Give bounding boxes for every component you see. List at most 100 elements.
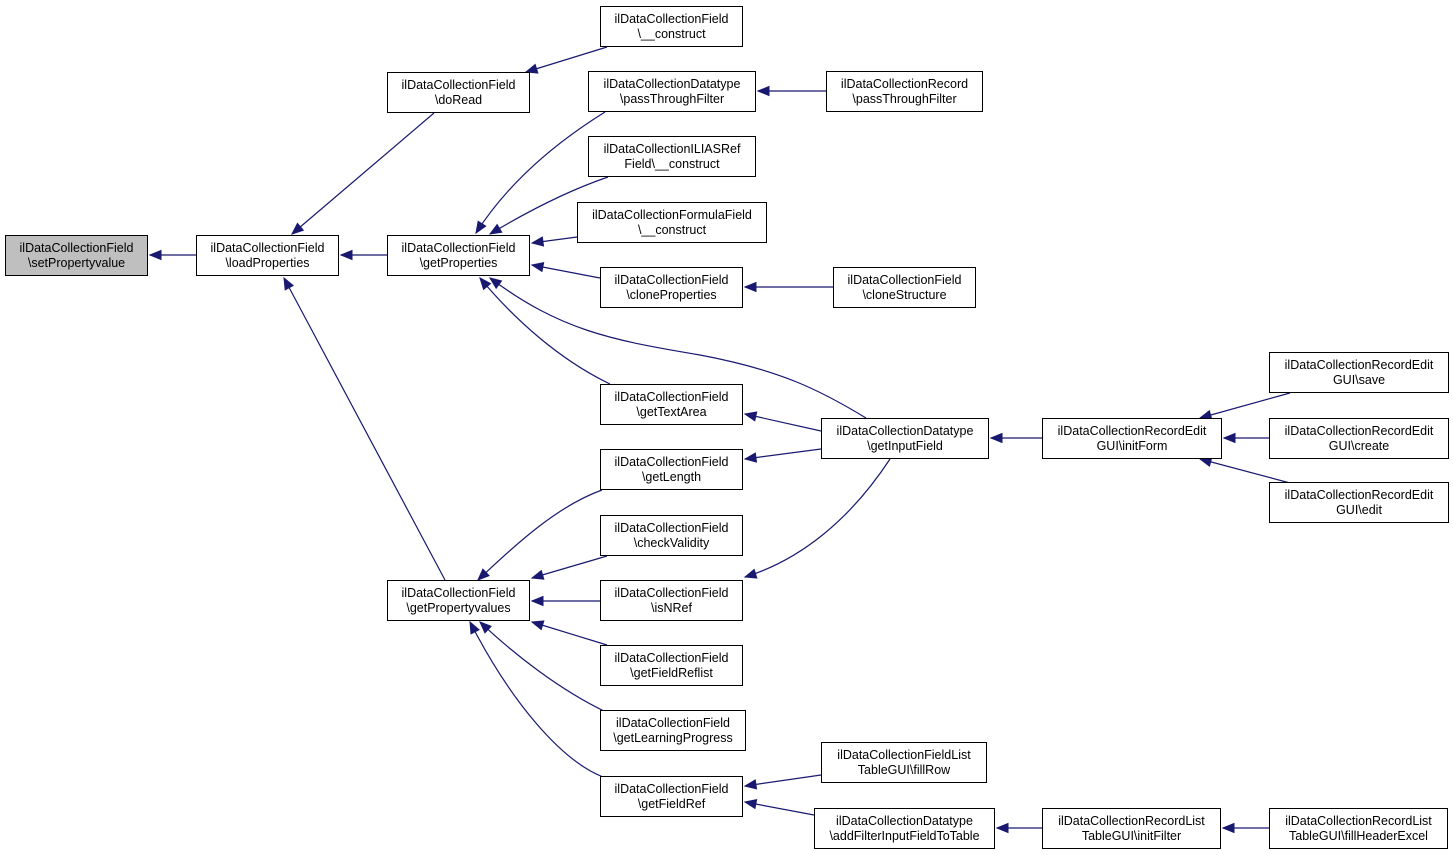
- node-label-class: ilDataCollectionField: [614, 650, 729, 665]
- node-addfilterinputfieldtotable[interactable]: ilDataCollectionDatatype \addFilterInput…: [814, 808, 995, 849]
- edge-create-to-initForm: [1222, 432, 1269, 444]
- arrowhead: [488, 277, 503, 290]
- node-label-method: \loadProperties: [225, 255, 310, 270]
- node-initfilter[interactable]: ilDataCollectionRecordList TableGUI\init…: [1042, 808, 1221, 849]
- node-label-class: ilDataCollectionField: [401, 240, 516, 255]
- node-label-class: ilDataCollectionField: [614, 11, 729, 26]
- node-getpropertyvalues[interactable]: ilDataCollectionField \getPropertyvalues: [387, 580, 530, 621]
- node-label-class: ilDataCollectionField: [19, 240, 134, 255]
- edge-addFilterInputFieldToTable-to-getFieldRef: [743, 798, 815, 816]
- node-label-class: ilDataCollectionField: [614, 520, 729, 535]
- arrowhead: [479, 621, 492, 634]
- edge-isNRef-to-getPropertyvalues: [530, 595, 600, 607]
- node-label-method: \doRead: [434, 92, 483, 107]
- edge-formulaConstruct-to-getProperties: [530, 236, 578, 247]
- node-label-class: ilDataCollectionRecordEdit: [1284, 357, 1434, 372]
- node-label-class: ilDataCollectionField: [401, 77, 516, 92]
- node-label-class: ilDataCollectionField: [847, 272, 962, 287]
- node-label-method: \getInputField: [867, 438, 943, 453]
- arrowhead: [530, 620, 545, 631]
- edge-line: [744, 413, 822, 432]
- node-label-method: \isNRef: [651, 600, 692, 615]
- node-fillrow[interactable]: ilDataCollectionFieldList TableGUI\fillR…: [821, 742, 987, 783]
- edge-getFieldReflist-to-getPropertyvalues: [530, 620, 608, 646]
- edge-checkValidity-to-getPropertyvalues: [530, 555, 608, 580]
- node-clonestructure[interactable]: ilDataCollectionField \cloneStructure: [833, 267, 976, 308]
- node-label-method: \checkValidity: [633, 535, 710, 550]
- node-label-method: TableGUI\fillHeaderExcel: [1289, 828, 1428, 843]
- edge-line: [477, 489, 603, 581]
- edge-getLength-to-getPropertyvalues: [477, 489, 603, 581]
- arrowhead: [989, 432, 1003, 444]
- node-label-class: ilDataCollectionField: [614, 781, 729, 796]
- arrowhead: [148, 249, 162, 261]
- node-isnref[interactable]: ilDataCollectionField \isNRef: [600, 580, 743, 621]
- edge-doRead-to-loadProperties: [290, 112, 435, 235]
- edge-iliasRefConstruct-to-getProperties: [488, 176, 609, 235]
- edge-line: [744, 448, 822, 460]
- edge-line: [469, 621, 604, 778]
- node-initform[interactable]: ilDataCollectionRecordEdit GUI\initForm: [1042, 418, 1222, 459]
- edge-line: [744, 458, 891, 578]
- arrowhead: [1222, 432, 1236, 444]
- node-label-method: GUI\save: [1332, 372, 1386, 387]
- node-cloneproperties[interactable]: ilDataCollectionField \cloneProperties: [600, 267, 743, 308]
- node-label-class: ilDataCollectionField: [401, 585, 516, 600]
- arrowhead: [283, 276, 295, 291]
- node-label-method: \getFieldReflist: [630, 665, 713, 680]
- node-getlength[interactable]: ilDataCollectionField \getLength: [600, 449, 743, 490]
- edge-line: [283, 277, 446, 581]
- node-label-class: ilDataCollectionDatatype: [603, 76, 741, 91]
- arrowhead: [469, 620, 480, 635]
- edge-line: [744, 774, 822, 787]
- node-label-method: \getFieldRef: [637, 796, 706, 811]
- arrowhead: [743, 452, 758, 463]
- node-label-method: \getPropertyvalues: [406, 600, 511, 615]
- node-create[interactable]: ilDataCollectionRecordEdit GUI\create: [1269, 418, 1449, 459]
- node-fillheaderexcel[interactable]: ilDataCollectionRecordList TableGUI\fill…: [1269, 808, 1448, 849]
- node-datatype-passthroughfilter[interactable]: ilDataCollectionDatatype \passThroughFil…: [588, 71, 756, 112]
- edge-getInputField-to-isNRef: [743, 458, 891, 579]
- edge-line: [531, 264, 601, 279]
- node-label-method: \passThroughFilter: [852, 91, 957, 106]
- node-getinputfield[interactable]: ilDataCollectionDatatype \getInputField: [821, 418, 989, 459]
- node-label-class: ilDataCollectionField: [614, 272, 729, 287]
- arrowhead: [530, 595, 544, 607]
- arrowhead: [530, 236, 545, 247]
- node-record-passthroughfilter[interactable]: ilDataCollectionRecord \passThroughFilte…: [826, 71, 983, 112]
- edge-fieldConstruct-to-doRead: [524, 46, 608, 74]
- node-checkvalidity[interactable]: ilDataCollectionField \checkValidity: [600, 515, 743, 556]
- edge-line: [744, 801, 815, 816]
- node-getfieldreflist[interactable]: ilDataCollectionField \getFieldReflist: [600, 645, 743, 686]
- node-formula-construct[interactable]: ilDataCollectionFormulaField \__construc…: [577, 202, 767, 243]
- edge-line: [479, 621, 607, 713]
- arrowhead: [524, 63, 539, 74]
- node-edit[interactable]: ilDataCollectionRecordEdit GUI\edit: [1269, 482, 1449, 523]
- node-field-construct[interactable]: ilDataCollectionField \__construct: [600, 6, 743, 47]
- node-save[interactable]: ilDataCollectionRecordEdit GUI\save: [1269, 352, 1449, 393]
- arrowhead: [290, 222, 305, 235]
- arrowhead: [339, 249, 353, 261]
- edge-getTextArea-to-getProperties: [479, 276, 611, 385]
- node-doread[interactable]: ilDataCollectionField \doRead: [387, 72, 530, 113]
- node-getfieldref[interactable]: ilDataCollectionField \getFieldRef: [600, 776, 743, 817]
- node-label-method: \setPropertyvalue: [27, 255, 126, 270]
- node-loadproperties[interactable]: ilDataCollectionField \loadProperties: [196, 235, 339, 276]
- edge-cloneProperties-to-getProperties: [530, 262, 601, 279]
- edge-line: [531, 555, 608, 579]
- node-gettextarea[interactable]: ilDataCollectionField \getTextArea: [600, 384, 743, 425]
- edge-line: [1199, 392, 1291, 419]
- node-label-class: ilDataCollectionRecordEdit: [1284, 423, 1434, 438]
- edge-recPassThroughFilter-to-dtPassThroughFilter: [756, 85, 826, 97]
- node-label-class: ilDataCollectionRecordEdit: [1057, 423, 1207, 438]
- node-getlearningprogress[interactable]: ilDataCollectionField \getLearningProgre…: [600, 710, 746, 751]
- node-label-class: ilDataCollectionRecordEdit: [1284, 487, 1434, 502]
- node-label-method: \__construct: [637, 222, 707, 237]
- node-label-class: ilDataCollectionField: [616, 715, 730, 730]
- node-label-class: ilDataCollectionRecord: [840, 76, 969, 91]
- node-label-class: ilDataCollectionILIASRef: [603, 141, 741, 156]
- node-iliasref-construct[interactable]: ilDataCollectionILIASRef Field\__constru…: [588, 136, 756, 177]
- node-getproperties[interactable]: ilDataCollectionField \getProperties: [387, 235, 530, 276]
- edge-line: [525, 46, 608, 73]
